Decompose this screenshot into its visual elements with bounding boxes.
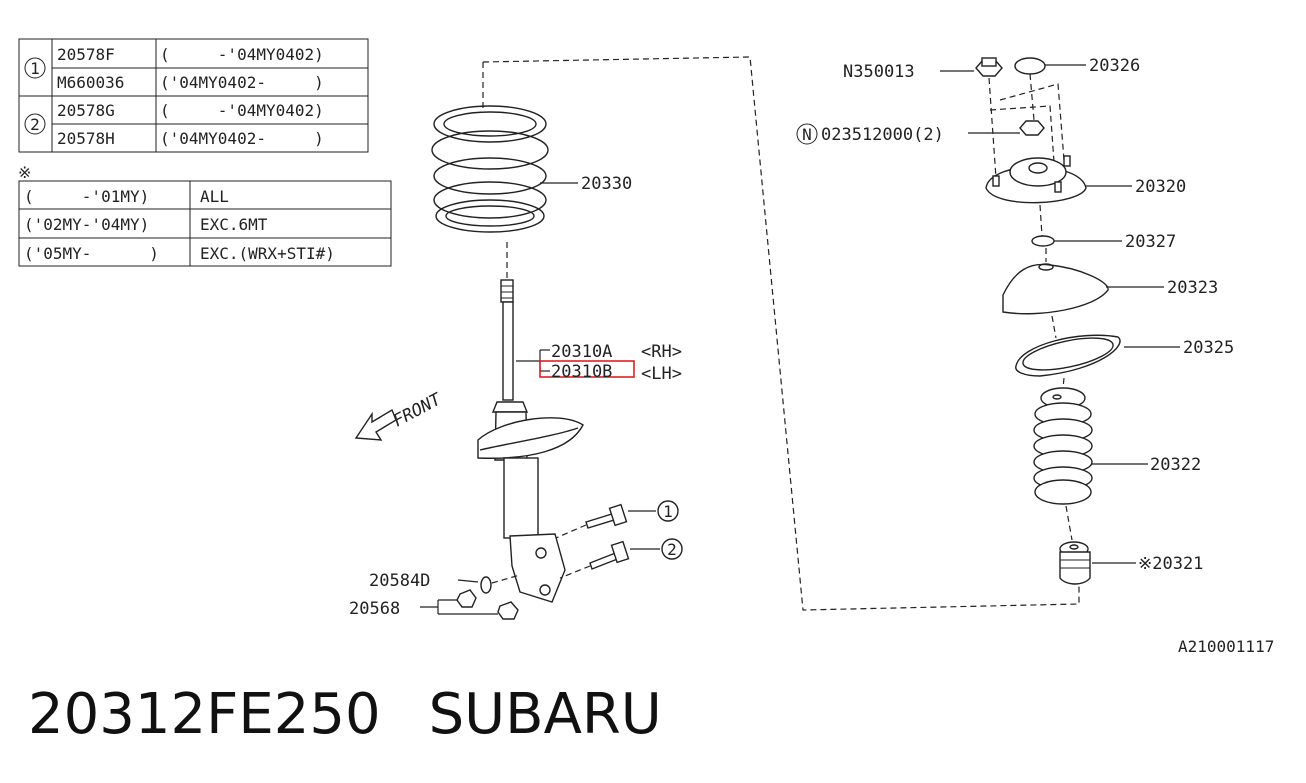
strut-rh-side: <RH>: [641, 342, 682, 362]
strut-lh-part-label[interactable]: 20310B: [551, 362, 612, 382]
table2-applies: EXC.(WRX+STI#): [200, 244, 335, 263]
front-label: FRONT: [390, 389, 446, 432]
mount-part-label[interactable]: 20320: [1135, 177, 1186, 197]
drawing-id: A210001117: [1178, 637, 1274, 656]
ref-circle-2: [661, 538, 683, 560]
reference-mark: ※: [18, 163, 31, 182]
table1-part: 20578H: [57, 129, 115, 148]
ref-circle-1: [657, 500, 679, 522]
bolt-1: [555, 500, 679, 539]
strut-lh-side: <LH>: [641, 364, 682, 384]
bolt-2-ref: 2: [667, 540, 677, 559]
top-mount-stack: [940, 57, 1180, 585]
strut-assembly: [477, 242, 584, 603]
rubber-seat-part-label[interactable]: 20325: [1183, 338, 1234, 358]
washer-20584d: [457, 574, 521, 594]
bolt-1-ref: 1: [663, 502, 673, 521]
part-number: 20312FE250: [28, 682, 381, 747]
brand-name: SUBARU: [428, 682, 662, 747]
cap-part-label[interactable]: 20326: [1089, 56, 1140, 76]
table1-ref-2: 2: [30, 115, 40, 134]
boot-part-label[interactable]: 20322: [1150, 455, 1201, 475]
table2-applies: ALL: [200, 187, 229, 206]
table1-range: ('04MY0402- ): [160, 73, 324, 92]
nut-part-label[interactable]: 20568: [349, 599, 400, 619]
application-table-2: ※ ( -'01MY) ALL ('02MY-'04MY) EXC.6MT ('…: [18, 163, 392, 267]
n-marker: N: [802, 125, 812, 144]
seat-part-label[interactable]: 20323: [1167, 278, 1218, 298]
table1-range: ( -'04MY0402): [160, 45, 324, 64]
highlight-box: [539, 360, 635, 378]
front-arrow-icon: [354, 408, 397, 441]
table1-ref-1: 1: [30, 59, 40, 78]
ref-circle-1: [24, 57, 46, 79]
bump-stop-part-label[interactable]: ※20321: [1138, 554, 1203, 574]
coil-spring: [431, 105, 578, 233]
part-caption: 20312FE250 SUBARU: [28, 682, 710, 747]
n-nut-part-label[interactable]: 023512000(2): [821, 125, 944, 145]
table2-range: ('02MY-'04MY): [24, 215, 149, 234]
table1-part: M660036: [57, 73, 124, 92]
strut-rh-part-label[interactable]: 20310A: [551, 342, 612, 362]
washer-part-label[interactable]: 20584D: [369, 571, 430, 591]
application-table-1: 1 2 20578F ( -'04MY0402) M660036 ('04MY0…: [18, 38, 369, 153]
table2-range: ('05MY- ): [24, 244, 159, 263]
table1-range: ('04MY0402- ): [160, 129, 324, 148]
nut-20568: [420, 589, 519, 620]
table1-part: 20578G: [57, 101, 115, 120]
assembly-outline: [482, 56, 1080, 611]
table1-range: ( -'04MY0402): [160, 101, 324, 120]
bolt-2: [559, 538, 683, 579]
ref-circle-2: [24, 113, 46, 135]
spring-part-label[interactable]: 20330: [581, 174, 632, 194]
washer-top-part-label[interactable]: 20327: [1125, 232, 1176, 252]
table2-applies: EXC.6MT: [200, 215, 268, 234]
table2-range: ( -'01MY): [24, 187, 149, 206]
n-marker-circle: [796, 123, 818, 145]
table1-part: 20578F: [57, 45, 115, 64]
top-nut-part-label[interactable]: N350013: [843, 62, 915, 82]
